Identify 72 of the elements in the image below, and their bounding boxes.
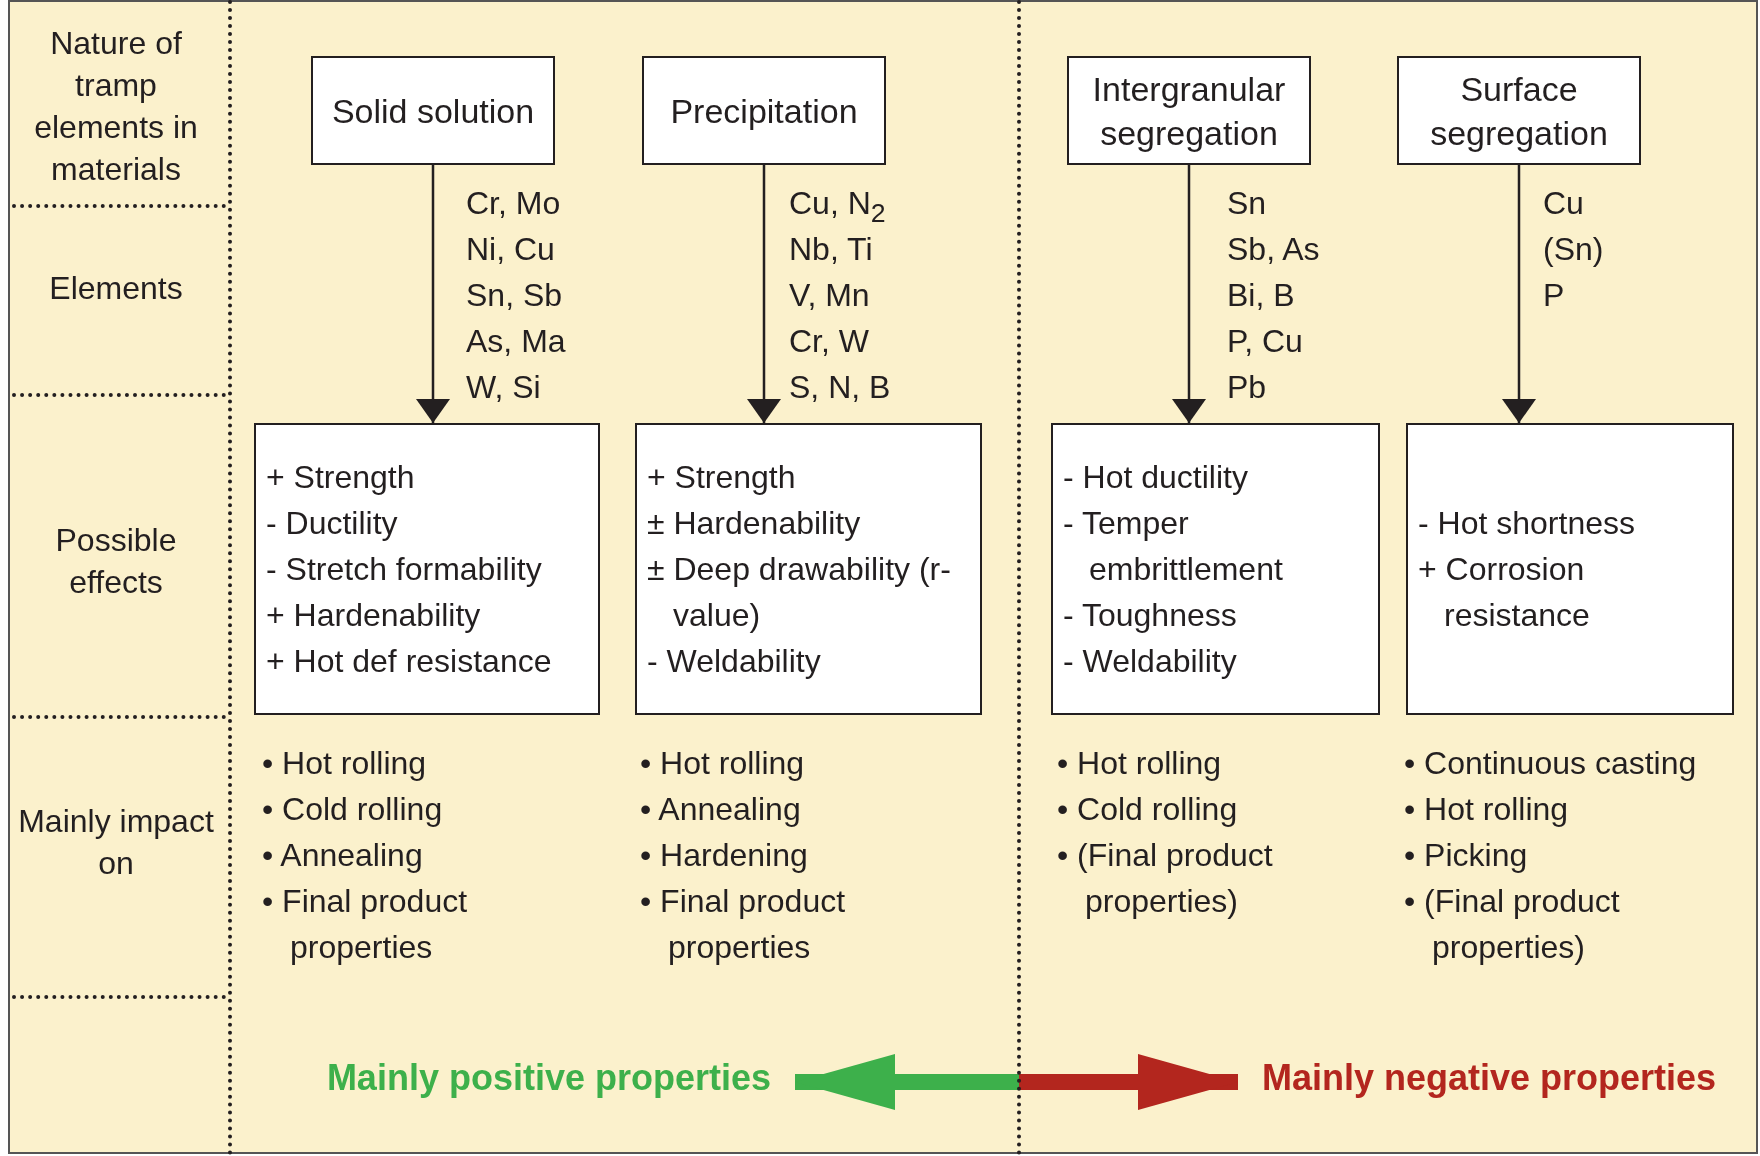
impact-item: • Final product properties — [262, 882, 469, 967]
arrow — [416, 165, 450, 423]
impact-item: • Cold rolling — [262, 790, 444, 829]
element-symbols: Ni, Cu — [466, 230, 556, 269]
effect-item: + Hot def resistance — [266, 642, 553, 681]
direction-arrow — [1019, 1054, 1238, 1110]
element-symbols: Cr, Mo — [466, 184, 562, 223]
box-title: Solid solution — [331, 90, 535, 132]
impact-item: • (Final product properties) — [1057, 836, 1274, 921]
impact-item: • Hot rolling — [1404, 790, 1570, 829]
element-symbols: S, N, B — [789, 368, 891, 407]
direction-arrow — [795, 1054, 1019, 1110]
effect-item: - Hot ductility — [1063, 458, 1249, 497]
effect-item: - Toughness — [1063, 596, 1238, 635]
property-note: Mainly positive properties — [326, 1057, 771, 1098]
impact-item: • Annealing — [640, 790, 802, 829]
mechanism-box — [1397, 56, 1641, 165]
effect-item: - Weldability — [1063, 642, 1238, 681]
element-symbols: (Sn) — [1543, 230, 1604, 269]
effect-box — [635, 423, 982, 715]
impact-item: • Hot rolling — [640, 744, 806, 783]
element-symbols: Bi, B — [1227, 276, 1296, 315]
effect-item: ± Hardenability — [647, 504, 862, 543]
effect-item: - Hot shortness — [1418, 504, 1636, 543]
effect-box — [1406, 423, 1734, 715]
impact-item: • Hot rolling — [1057, 744, 1223, 783]
impact-item: • Continuous casting — [1404, 744, 1698, 783]
effect-item: - Weldability — [647, 642, 822, 681]
effect-item: + Corrosion resistance — [1418, 550, 1591, 635]
row-heading: Nature of tramp elements in materials — [33, 24, 199, 189]
impact-item: • Hot rolling — [262, 744, 428, 783]
element-symbols: Nb, Ti — [789, 230, 874, 269]
element-symbols: Cr, W — [789, 322, 870, 361]
effect-item: - Temper embrittlement — [1063, 504, 1284, 589]
element-symbols: Pb — [1227, 368, 1268, 407]
arrow — [747, 165, 781, 423]
effect-item: - Stretch formability — [266, 550, 543, 589]
impact-item: • Final product properties — [640, 882, 847, 967]
mechanism-box — [311, 56, 555, 165]
row-heading: Elements — [48, 269, 184, 308]
element-symbols: Sn — [1227, 184, 1268, 223]
arrow — [1172, 165, 1206, 423]
row-heading: Mainly impact on — [17, 802, 215, 883]
effect-item: + Strength — [647, 458, 797, 497]
property-note: Mainly negative properties — [1262, 1057, 1717, 1098]
element-symbols: Sn, Sb — [466, 276, 564, 315]
box-title: Intergranular segregation — [1091, 68, 1287, 154]
element-symbols: Cu, N$_{2}$ — [789, 184, 887, 226]
effect-item: - Ductility — [266, 504, 399, 543]
mechanism-box — [1067, 56, 1311, 165]
effect-item: + Hardenability — [266, 596, 482, 635]
effect-item: ± Deep drawability (r-value) — [647, 550, 952, 635]
impact-item: • Annealing — [262, 836, 424, 875]
element-symbols: Cu — [1543, 184, 1585, 223]
impact-item: • Picking — [1404, 836, 1529, 875]
effect-box — [254, 423, 600, 715]
element-symbols: W, Si — [466, 368, 542, 407]
mechanism-box — [642, 56, 886, 165]
effect-box — [1051, 423, 1380, 715]
impact-item: • (Final product properties) — [1404, 882, 1621, 967]
element-symbols: V, Mn — [789, 276, 871, 315]
arrow — [1502, 165, 1536, 423]
effect-item: + Strength — [266, 458, 416, 497]
box-title: Surface segregation — [1429, 68, 1609, 154]
element-symbols: As, Ma — [466, 322, 566, 361]
element-symbols: P, Cu — [1227, 322, 1304, 361]
box-title: Precipitation — [670, 90, 858, 132]
element-symbols: Sb, As — [1227, 230, 1320, 269]
impact-item: • Cold rolling — [1057, 790, 1239, 829]
row-heading: Possible effects — [54, 521, 178, 602]
element-symbols: P — [1543, 276, 1566, 315]
impact-item: • Hardening — [640, 836, 809, 875]
